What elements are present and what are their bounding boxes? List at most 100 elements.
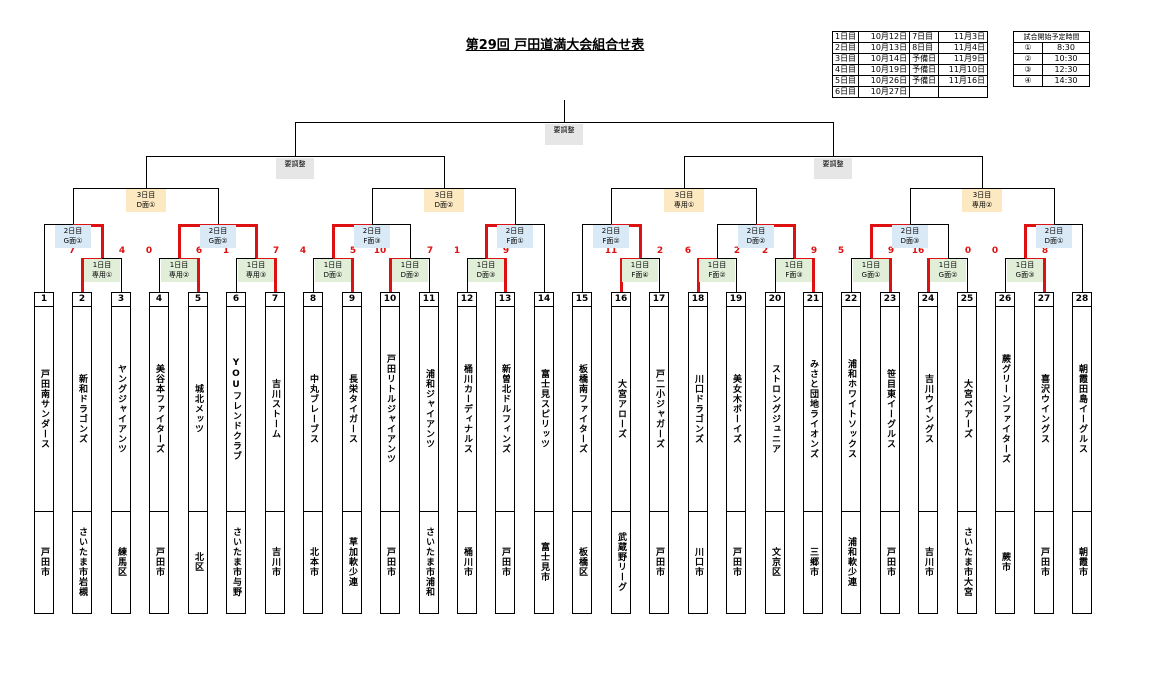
venue-label-text: 1日目 <box>938 261 958 269</box>
match-line <box>236 258 237 292</box>
match-score: 7 <box>272 246 280 256</box>
schedule-cell-day2: 予備日 <box>909 64 940 76</box>
divider <box>611 613 631 614</box>
team-number: 13 <box>495 292 515 307</box>
venue-label-text: 要調整 <box>284 160 306 168</box>
bracket-line <box>910 188 1055 189</box>
team-city: 戸田市 <box>654 547 664 577</box>
bracket-line <box>717 224 757 225</box>
team-number: 22 <box>841 292 861 307</box>
bracket-line <box>44 224 45 292</box>
divider <box>34 613 54 614</box>
team-city: 戸田市 <box>154 547 164 577</box>
venue-label-text: D面③ <box>900 237 920 245</box>
match-line <box>313 258 334 259</box>
divider <box>419 613 439 614</box>
team-name: 戸田南サンダース <box>39 369 49 449</box>
match-line <box>1005 258 1006 292</box>
match-score: 0 <box>991 246 999 256</box>
divider <box>342 511 362 512</box>
venue-label-text: 2日目 <box>208 227 228 235</box>
venue-label-text: G面② <box>938 271 958 279</box>
divider <box>111 511 131 512</box>
team-number: 23 <box>880 292 900 307</box>
team-number: 2 <box>72 292 92 307</box>
schedule-cell-day: 3日目 <box>831 53 860 65</box>
venue-label: 要調整 <box>545 124 583 145</box>
divider <box>572 613 592 614</box>
venue-label-text: D面③ <box>476 271 496 279</box>
venue-label-text: F面② <box>602 237 620 245</box>
venue-label-text: 2日目 <box>1044 227 1064 235</box>
team-city: 文京区 <box>770 547 780 577</box>
divider <box>495 511 515 512</box>
team-city: さいたま市大宮 <box>962 527 972 597</box>
start-time-header: 試合開始予定時間 <box>1013 31 1090 43</box>
team-city: 戸田市 <box>39 547 49 577</box>
divider <box>149 613 169 614</box>
bracket-line <box>515 188 516 224</box>
team-number: 15 <box>572 292 592 307</box>
venue-label-text: 1日目 <box>861 261 881 269</box>
match-score: 1 <box>453 246 461 256</box>
divider <box>303 511 323 512</box>
bracket-line <box>717 224 718 258</box>
team-city: 練馬区 <box>116 547 126 577</box>
match-line <box>775 258 776 292</box>
team-number: 12 <box>457 292 477 307</box>
team-number: 9 <box>342 292 362 307</box>
divider <box>149 511 169 512</box>
match-score: 16 <box>911 246 925 256</box>
match-line <box>159 258 160 292</box>
bracket-line <box>218 224 257 227</box>
schedule-cell-day2 <box>909 86 940 98</box>
venue-label-text: 2日目 <box>362 227 382 235</box>
team-city: 朝霞市 <box>1077 547 1087 577</box>
venue-label-text: 3日目 <box>972 191 992 199</box>
team-number: 28 <box>1072 292 1092 307</box>
divider <box>688 511 708 512</box>
team-name: 喜沢ウイングス <box>1039 374 1049 444</box>
team-name: 板橋南ファイターズ <box>577 364 587 454</box>
venue-label-text: 1日目 <box>707 261 727 269</box>
venue-label-text: F面① <box>506 237 524 245</box>
divider <box>688 613 708 614</box>
schedule-cell-day2: 予備日 <box>909 75 940 87</box>
venue-label-text: 2日目 <box>601 227 621 235</box>
bracket-line <box>910 188 911 224</box>
team-number: 16 <box>611 292 631 307</box>
match-score: 6 <box>684 246 692 256</box>
match-line <box>274 258 277 292</box>
match-line <box>102 258 122 259</box>
venue-label-text: 専用② <box>168 271 190 279</box>
venue-label-text: 2日目 <box>900 227 920 235</box>
bracket-line <box>515 224 545 225</box>
team-number: 20 <box>765 292 785 307</box>
divider <box>841 613 861 614</box>
venue-label-text: D面② <box>400 271 420 279</box>
team-name: 城北メッツ <box>193 384 203 434</box>
venue-label-text: 2日目 <box>63 227 83 235</box>
match-score: 6 <box>195 246 203 256</box>
bracket-line <box>756 188 757 224</box>
team-number: 10 <box>380 292 400 307</box>
divider <box>765 613 785 614</box>
divider <box>111 613 131 614</box>
divider <box>1034 613 1054 614</box>
venue-label-text: G面③ <box>1015 271 1035 279</box>
venue-label: 要調整 <box>276 158 314 179</box>
divider <box>380 613 400 614</box>
schedule-cell-date: 10月13日 <box>858 42 911 54</box>
team-name: ストロングジュニア <box>770 364 780 454</box>
